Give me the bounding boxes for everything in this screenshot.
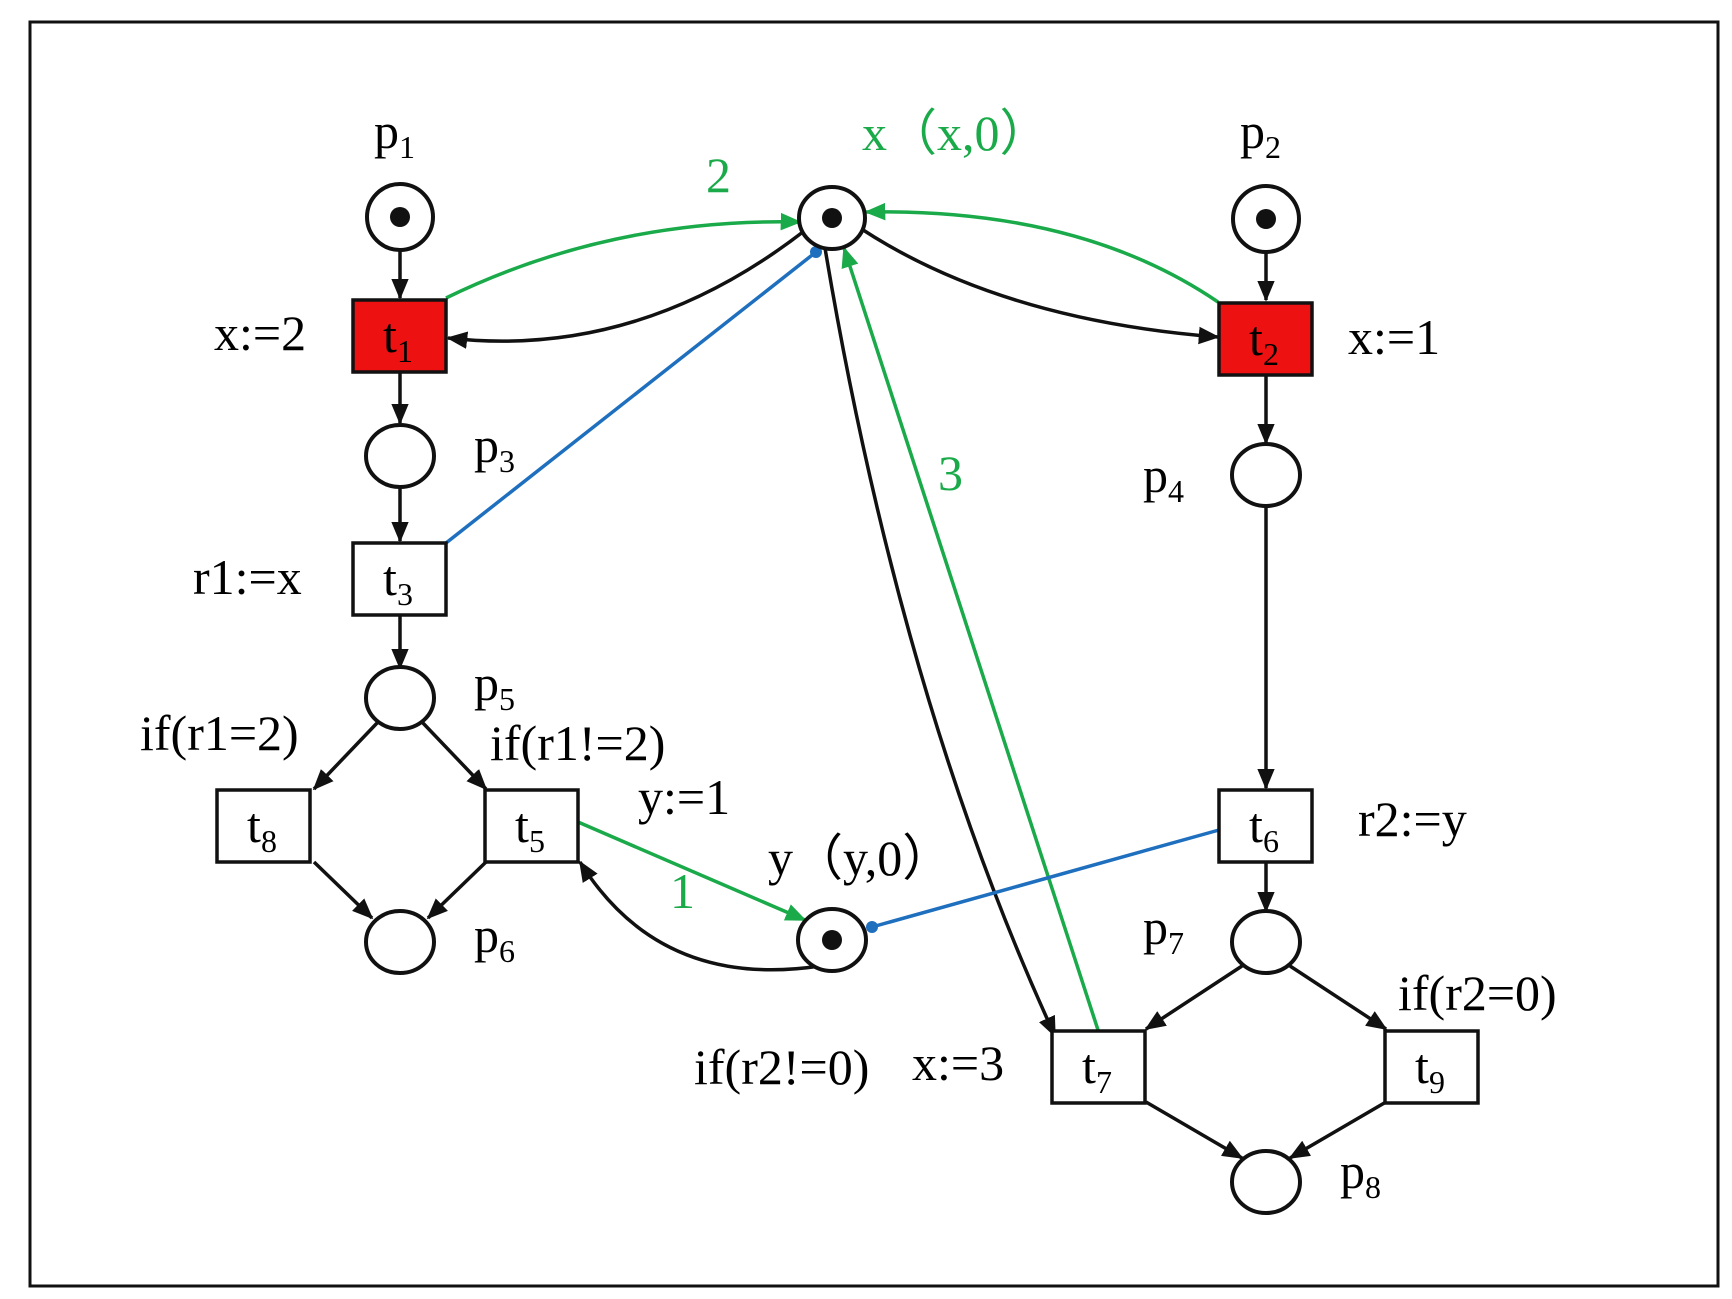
label-p5: p5 — [474, 655, 515, 717]
read-arc-t3-x — [444, 250, 818, 545]
transition-t7[interactable] — [1050, 1029, 1147, 1105]
arc-t7-p8 — [1145, 1100, 1244, 1160]
place-p8[interactable] — [1230, 1149, 1302, 1215]
label-t6: t6 — [1249, 797, 1279, 859]
guard-t8: if(r1=2) — [140, 705, 299, 761]
arc-p5-t8 — [312, 720, 380, 791]
transition-labels: t1 t2 t3 t8 t5 t6 t7 t9 — [247, 307, 1445, 1100]
token-y — [822, 930, 842, 950]
arc-t8-p6 — [312, 860, 374, 920]
transition-annotations: x:=2 x:=1 r1:=x if(r1=2) if(r1!=2) y:=1 … — [140, 305, 1557, 1095]
read-arc-t6-y-dot — [866, 921, 878, 933]
write-order-labels: 1 2 3 — [670, 147, 963, 919]
place-labels: p1 p2 p3 p4 p5 p6 p7 p8 x（x,0） y（y,0） — [374, 103, 1381, 1205]
label-t9: t9 — [1415, 1038, 1445, 1100]
write-arc-t7-x — [841, 246, 1100, 1031]
read-arc-t6-y — [871, 828, 1220, 929]
label-p7: p7 — [1143, 899, 1184, 961]
write-arc-t1-x — [445, 212, 802, 300]
arc-p7-t9 — [1289, 964, 1388, 1031]
guard-t5: if(r1!=2) — [490, 715, 665, 771]
write-arc-t2-x — [864, 202, 1219, 304]
transitions — [215, 298, 1480, 1105]
label-x: x（x,0） — [862, 105, 1050, 161]
read-arc-t3-x-dot — [810, 246, 822, 258]
arc-t5-p6 — [426, 860, 488, 920]
write-order-3: 3 — [938, 445, 963, 501]
label-p1: p1 — [374, 103, 415, 165]
token-p2 — [1256, 209, 1276, 229]
transition-t1[interactable] — [351, 298, 448, 374]
action-t3: r1:=x — [193, 549, 302, 605]
arc-y-t5 — [578, 860, 821, 972]
label-t5: t5 — [515, 797, 545, 859]
place-p7[interactable] — [1230, 909, 1302, 975]
place-p3[interactable] — [364, 423, 436, 489]
action-t2: x:=1 — [1348, 309, 1440, 365]
guard-t7: if(r2!=0) — [694, 1039, 869, 1095]
places — [364, 182, 1302, 1215]
write-order-2: 2 — [706, 147, 731, 203]
action-t1: x:=2 — [214, 305, 306, 361]
token-x — [822, 208, 842, 228]
label-t1: t1 — [383, 307, 413, 369]
arc-t9-p8 — [1288, 1100, 1387, 1160]
arc-p5-t5 — [420, 720, 488, 791]
write-arc-t5-y — [577, 820, 807, 922]
arc-x-t2 — [859, 226, 1220, 345]
action-t6: r2:=y — [1358, 791, 1467, 847]
place-p5[interactable] — [364, 665, 436, 731]
action-t5: y:=1 — [638, 769, 730, 825]
write-order-1: 1 — [670, 863, 695, 919]
diagram-frame — [28, 20, 1720, 1288]
guard-t9: if(r2=0) — [1398, 965, 1557, 1021]
arc-p7-t7 — [1144, 964, 1243, 1031]
action-t7: x:=3 — [912, 1035, 1004, 1091]
arc-x-t7 — [822, 241, 1057, 1038]
label-p2: p2 — [1240, 103, 1281, 165]
label-p3: p3 — [474, 417, 515, 479]
label-t3: t3 — [383, 550, 413, 612]
label-p4: p4 — [1143, 447, 1184, 509]
label-p6: p6 — [474, 907, 515, 969]
label-p8: p8 — [1340, 1143, 1381, 1205]
label-t7: t7 — [1082, 1038, 1112, 1100]
arcs — [312, 202, 1388, 1160]
transition-t3[interactable] — [351, 541, 448, 617]
token-p1 — [390, 207, 410, 227]
transition-t6[interactable] — [1217, 788, 1314, 864]
transition-t5[interactable] — [483, 788, 580, 864]
label-t2: t2 — [1249, 310, 1279, 372]
transition-t9[interactable] — [1383, 1029, 1480, 1105]
arc-x-t1 — [446, 226, 810, 349]
place-p4[interactable] — [1230, 442, 1302, 508]
label-t8: t8 — [247, 797, 277, 859]
transition-t8[interactable] — [215, 788, 312, 864]
transition-t2[interactable] — [1217, 301, 1314, 377]
place-p6[interactable] — [364, 909, 436, 975]
label-y: y（y,0） — [768, 830, 952, 886]
